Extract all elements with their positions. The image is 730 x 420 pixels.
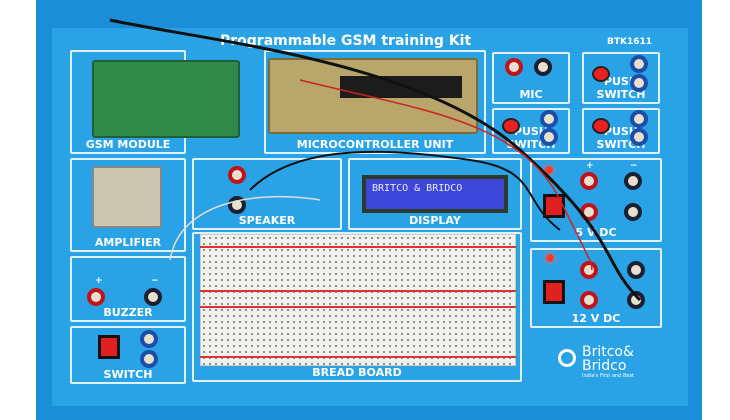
section-label: PUSH SWITCH <box>596 75 646 101</box>
push-switch-1-button[interactable] <box>592 66 610 82</box>
buzzer-section: BUZZER <box>70 256 186 322</box>
12v-positive-terminal[interactable] <box>580 261 598 279</box>
12v-positive-terminal[interactable] <box>580 291 598 309</box>
section-label: BUZZER <box>103 306 153 319</box>
switch-terminal[interactable] <box>140 330 158 348</box>
mic-red-terminal[interactable] <box>505 58 523 76</box>
breadboard-rail <box>200 356 516 358</box>
section-label: AMPLIFIER <box>94 236 162 249</box>
microcontroller-chip <box>340 76 462 98</box>
push-switch-1-section: PUSH SWITCH <box>582 52 660 104</box>
section-label: MIC <box>519 88 543 101</box>
section-label: BREAD BOARD <box>312 366 402 379</box>
push-switch-2-button[interactable] <box>502 118 520 134</box>
amplifier-board <box>92 166 162 228</box>
breadboard-section: BREAD BOARD <box>192 232 522 382</box>
push-switch-2-terminal[interactable] <box>540 128 558 146</box>
mic-black-terminal[interactable] <box>534 58 552 76</box>
push-switch-3-terminal[interactable] <box>630 128 648 146</box>
push-switch-2-terminal[interactable] <box>540 110 558 128</box>
breadboard[interactable] <box>200 234 516 366</box>
minus-sign: − <box>630 161 638 171</box>
push-switch-1-terminal[interactable] <box>630 74 648 92</box>
section-label: DISPLAY <box>409 214 461 227</box>
12v-negative-terminal[interactable] <box>627 261 645 279</box>
12v-power-led <box>546 254 554 262</box>
brand-logo: Britco& Bridco India's First and Best <box>558 345 634 379</box>
plus-sign: + <box>586 161 594 171</box>
push-switch-3-terminal[interactable] <box>630 110 648 128</box>
section-label: SWITCH <box>103 368 153 381</box>
12v-power-switch[interactable] <box>543 280 565 304</box>
display-section: DISPLAY <box>348 158 522 230</box>
kit-model: BTK1611 <box>607 37 653 47</box>
brand-logo-icon <box>558 349 576 367</box>
minus-sign: − <box>151 276 159 286</box>
kit-title: Programmable GSM training Kit <box>220 33 472 49</box>
5v-power-led <box>545 166 553 174</box>
mic-section: MIC <box>492 52 570 104</box>
brand-name: Bridco <box>582 358 627 374</box>
lcd-display: BRITCO & BRIDCO <box>362 175 508 213</box>
gsm-module-board <box>92 60 240 138</box>
toggle-switch[interactable] <box>98 335 120 359</box>
lcd-text: BRITCO & BRIDCO <box>366 179 504 209</box>
12v-dc-section: 12 V DC <box>530 248 662 328</box>
push-switch-3-button[interactable] <box>592 118 610 134</box>
buzzer-black-terminal[interactable] <box>144 288 162 306</box>
5v-negative-terminal[interactable] <box>624 203 642 221</box>
breadboard-rail <box>200 306 516 308</box>
breadboard-rail <box>200 246 516 248</box>
plus-sign: + <box>95 276 103 286</box>
section-label: GSM MODULE <box>85 138 171 151</box>
section-label: SPEAKER <box>238 214 296 227</box>
speaker-section: SPEAKER <box>192 158 342 230</box>
switch-section: SWITCH <box>70 326 186 384</box>
push-switch-1-terminal[interactable] <box>630 55 648 73</box>
12v-negative-terminal[interactable] <box>627 291 645 309</box>
buzzer-red-terminal[interactable] <box>87 288 105 306</box>
amplifier-section: AMPLIFIER <box>70 158 186 252</box>
5v-positive-terminal[interactable] <box>580 172 598 190</box>
section-label: MICROCONTROLLER UNIT <box>296 138 454 151</box>
brand-name: Britco& <box>582 344 634 360</box>
switch-terminal[interactable] <box>140 350 158 368</box>
speaker-red-terminal[interactable] <box>228 166 246 184</box>
section-label: 12 V DC <box>571 312 621 325</box>
breadboard-rail <box>200 290 516 292</box>
brand-tagline: India's First and Best <box>582 373 635 379</box>
5v-negative-terminal[interactable] <box>624 172 642 190</box>
microcontroller-section: MICROCONTROLLER UNIT <box>264 50 486 154</box>
